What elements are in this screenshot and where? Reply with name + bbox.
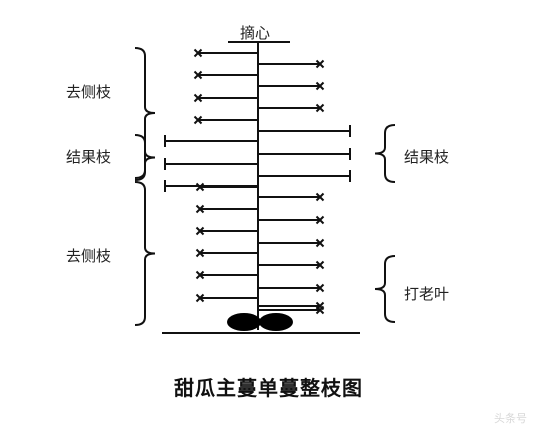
cut-mark-icon <box>195 204 205 214</box>
cut-mark-icon <box>315 283 325 293</box>
cut-mark-icon <box>193 48 203 58</box>
cut-mark-icon <box>195 248 205 258</box>
brace-right-middle <box>374 124 396 183</box>
cut-mark-icon <box>193 115 203 125</box>
cut-mark-icon <box>315 215 325 225</box>
cut-mark-icon <box>195 182 205 192</box>
cut-mark-icon <box>193 70 203 80</box>
label-remove-old-leaves: 打老叶 <box>404 285 450 303</box>
root-right <box>259 313 293 331</box>
cut-mark-icon <box>315 81 325 91</box>
cut-mark-icon <box>193 93 203 103</box>
cut-mark-icon <box>195 293 205 303</box>
label-fruiting-branches-left: 结果枝 <box>66 148 112 166</box>
label-remove-side-branches-lower: 去侧枝 <box>66 247 112 265</box>
label-pinching: 摘心 <box>240 24 271 42</box>
cut-mark-icon <box>195 270 205 280</box>
cut-mark-icon <box>315 192 325 202</box>
root-left <box>227 313 261 331</box>
cut-mark-icon <box>315 59 325 69</box>
watermark: 头条号 <box>494 412 527 425</box>
label-fruiting-branches-right: 结果枝 <box>404 148 450 166</box>
brace-left-middle <box>134 134 156 181</box>
brace-left-lower <box>134 181 156 326</box>
brace-right-lower <box>374 255 396 323</box>
cut-mark-icon <box>315 103 325 113</box>
cut-mark-icon <box>195 226 205 236</box>
cut-mark-icon <box>315 260 325 270</box>
diagram-caption: 甜瓜主蔓单蔓整枝图 <box>174 376 363 400</box>
label-remove-side-branches-upper: 去侧枝 <box>66 83 112 101</box>
cut-mark-icon <box>315 238 325 248</box>
cut-mark-icon <box>315 301 325 311</box>
